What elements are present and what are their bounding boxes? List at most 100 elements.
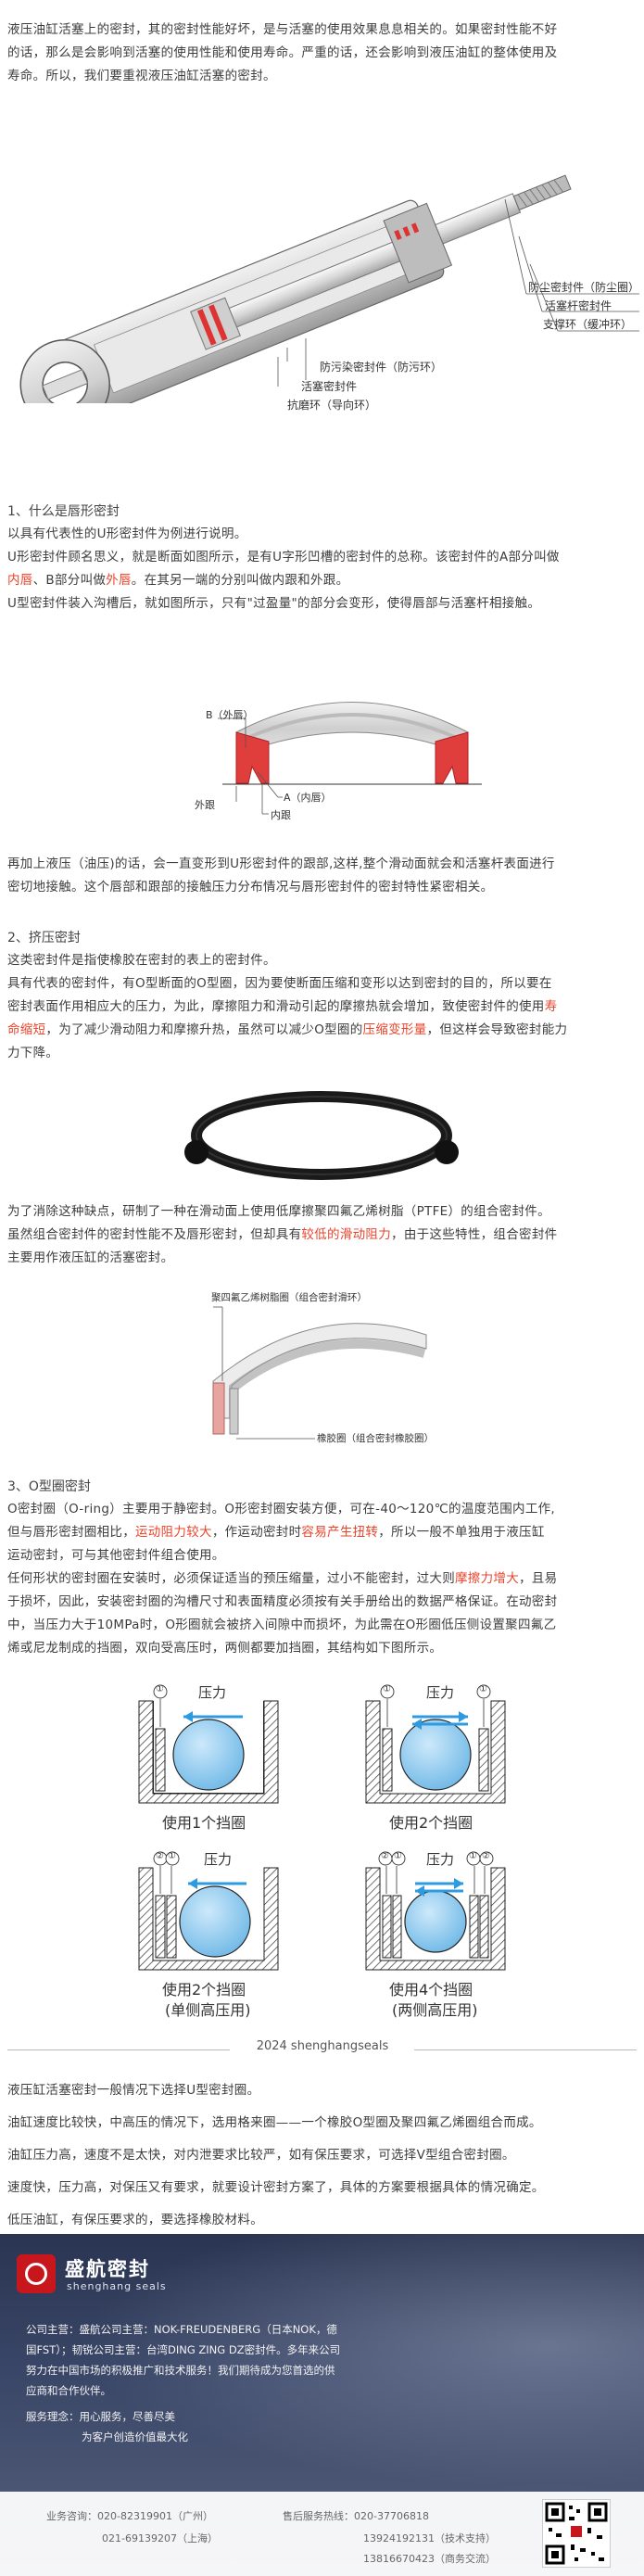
pressure-label: 压力 [426, 1851, 455, 1868]
phone-business[interactable]: 13816670423（商务交流） [363, 2553, 496, 2565]
caption-fig3: 使用2个挡圈 [162, 1981, 246, 1999]
paragraph: O密封圈（O-ring）主要用于静密封。O形密封圈安装方便，可在-40～120℃… [7, 1502, 556, 1516]
divider-text: 2024 shenghangseals [256, 2039, 389, 2053]
label-support-ring: 支撑环（缓冲环） [543, 318, 633, 331]
paragraph: 再加上液压（油压)的话，会一直变形到U形密封件的跟部,这样,整个滑动面就会和活塞… [7, 857, 555, 871]
section-title: 1、什么是唇形密封 [7, 504, 120, 519]
label-piston-seal: 活塞密封件 [301, 380, 358, 393]
company-footer: 盛航密封 shenghang seals 公司主营：盛航公司主营：NOK-FRE… [0, 2234, 644, 2576]
label-a-inner-lip: A（内唇） [284, 792, 332, 804]
section-squeeze-seal-cont: 为了消除这种缺点，研制了一种在滑动面上使用低摩擦聚四氟乙烯树脂（PTFE）的组合… [0, 1200, 644, 1270]
paragraph: 具有代表的密封件，有O型断面的O型圈，因为要使断面压缩和变形以达到密封的目的，所… [7, 976, 552, 991]
label-wear-ring: 抗磨环（导向环） [287, 399, 377, 412]
ptfe-seal-illustration [212, 1306, 427, 1440]
company-name-en: shenghang seals [67, 2280, 167, 2292]
label-ptfe-ring: 聚四氟乙烯树脂圈（组合密封滑环） [211, 1292, 367, 1303]
pressure-label: 压力 [204, 1851, 233, 1868]
divider-line-left [7, 2049, 230, 2050]
rubber-ring-left [229, 1388, 239, 1435]
fig-two-backup-ring [365, 1684, 506, 1804]
paragraph: 力下降。 [7, 1046, 59, 1060]
caption-fig1: 使用1个挡圈 [162, 1814, 246, 1832]
o-ring-section-left [184, 1140, 208, 1164]
number-label: ② [381, 1851, 389, 1861]
paragraph: 虽然组合密封件的密封性能不及唇形密封，但却具有较低的滑动阻力，由于这些特性，组合… [7, 1227, 558, 1242]
service-concept: 服务理念：用心服务，尽善尽美 [26, 2410, 175, 2423]
label-anti-dust: 防污染密封件（防污环） [320, 361, 443, 374]
cylinder-illustration [19, 174, 639, 430]
o-ring-illustration [184, 1091, 459, 1180]
summary-line: 速度快，压力高，对保压又有要求，就要设计密封方案了，具体的方案要根据具体的情况确… [7, 2180, 545, 2195]
fig-two-backup-ring-single-side [138, 1851, 279, 1971]
section-o-ring-seal: 3、O型圈密封 O密封圈（O-ring）主要用于静密封。O形密封圈安装方便，可在… [0, 1476, 644, 1660]
service-concept-sub: 为客户创造价值最大化 [82, 2430, 188, 2443]
phone-shanghai[interactable]: 021-69139207（上海） [102, 2532, 218, 2544]
intro-block: 液压油缸活塞上的密封，其的密封性能好坏，是与活塞的使用效果息息相关的。如果密封性… [0, 19, 644, 88]
section-lip-seal: 1、什么是唇形密封 以具有代表性的U形密封件为例进行说明。 U形密封件顾名思义，… [0, 501, 644, 615]
number-label: ① [383, 1684, 391, 1694]
highlight: 内唇 [7, 573, 33, 588]
number-label: ① [469, 1851, 477, 1861]
intro-line: 寿命。所以，我们要重视液压油缸活塞的密封。 [7, 69, 276, 83]
company-logo-icon [17, 2254, 56, 2293]
paragraph: 以具有代表性的U形密封件为例进行说明。 [7, 527, 247, 541]
paragraph: 密封表面作用相应大的压力，为此，摩擦阻力和滑动引起的摩擦热就会增加，致使密封件的… [7, 999, 558, 1014]
label-b-outer-lip: B（外唇） [206, 709, 254, 721]
paragraph: 任何形状的密封圈在安装时，必须保证适当的预压缩量，过小不能密封，过大则摩擦力增大… [7, 1571, 558, 1586]
paragraph: 中，当压力大于10MPa时，O形圈就会被挤入间隙中而损坏，为此需在O形圈低压侧设… [7, 1618, 557, 1632]
phone-service[interactable]: 020-37706818 [354, 2510, 429, 2522]
number-label: ② [156, 1851, 164, 1861]
phone-tech[interactable]: 13924192131（技术支持） [363, 2532, 496, 2544]
ptfe-seal-figure: 聚四氟乙烯树脂圈（组合密封滑环） 橡胶圈（组合密封橡胶圈） [0, 1279, 644, 1455]
number-label: ① [394, 1851, 402, 1861]
label-dust-seal: 防尘密封件（防尘圈） [528, 281, 640, 294]
paragraph: U型密封件装入沟槽后，就如图所示，只有"过盈量"的部分会变形，使得唇部与活塞杆相… [7, 596, 541, 611]
label-outer-heel: 外跟 [195, 799, 215, 811]
summary-line: 液压缸活塞密封一般情况下选择U型密封圈。 [7, 2083, 260, 2098]
section-lip-seal-cont: 再加上液压（油压)的话，会一直变形到U形密封件的跟部,这样,整个滑动面就会和活塞… [0, 853, 644, 899]
background-image [0, 2234, 644, 2512]
paragraph: 密切地接触。这个唇部和跟部的接触压力分布情况与唇形密封件的密封特性紧密相关。 [7, 880, 494, 895]
section-squeeze-seal: 2、挤压密封 这类密封件是指使橡胶在密封的表上的密封件。 具有代表的密封件，有O… [0, 927, 644, 1065]
number-label: ② [482, 1851, 490, 1861]
intro-line: 液压油缸活塞上的密封，其的密封性能好坏，是与活塞的使用效果息息相关的。如果密封性… [7, 22, 558, 37]
caption-fig2: 使用2个挡圈 [389, 1814, 474, 1832]
pressure-label: 压力 [198, 1684, 227, 1701]
ptfe-ring-left [212, 1382, 225, 1435]
paragraph: 命缩短，为了减少滑动阻力和摩擦升热，虽然可以减少O型圈的压缩变形量，但这样会导致… [7, 1022, 568, 1037]
contact-bar: 业务咨询：020-82319901（广州） 021-69139207（上海） 售… [0, 2492, 644, 2576]
section-title: 2、挤压密封 [7, 931, 81, 945]
company-name: 盛航密封 [65, 2258, 150, 2280]
section-title: 3、O型圈密封 [7, 1479, 91, 1494]
summary-line: 低压油缸，有保压要求的，要选择橡胶材料。 [7, 2213, 263, 2227]
paragraph: 为了消除这种缺点，研制了一种在滑动面上使用低摩擦聚四氟乙烯树脂（PTFE）的组合… [7, 1204, 550, 1219]
cylinder-figure: 防尘密封件（防尘圈） 活塞杆密封件 支撑环（缓冲环） 防污染密封件（防污环） 活… [0, 125, 644, 430]
company-description: 公司主营：盛航公司主营：NOK-FREUDENBERG（日本NOK，德 国FST… [26, 2319, 424, 2447]
intro-line: 的话，那么是会影响到活塞的使用性能和使用寿命。严重的话，还会影响到液压油缸的整体… [7, 45, 558, 60]
u-seal-illustration [218, 702, 482, 815]
phone-guangzhou[interactable]: 020-82319901（广州） [97, 2510, 213, 2522]
paragraph: U形密封件顾名思义，就是断面如图所示，是有U字形凹槽的密封件的总称。该密封件的A… [7, 550, 560, 565]
number-label: ① [156, 1684, 164, 1694]
o-ring-figure [0, 1080, 644, 1191]
u-seal-figure: B（外唇） 外跟 A（内唇） 内跟 [0, 654, 644, 839]
pressure-label: 压力 [426, 1684, 455, 1701]
highlight: 外唇 [106, 573, 132, 588]
paragraph: 但与唇形密封圈相比，运动阻力较大，作运动密封时容易产生扭转，所以一般不单独用于液… [7, 1525, 545, 1540]
backup-ring-figure: ① ① ① ② ① ② ① ① ② 压力 压力 压力 压力 使用1个挡圈 使用2… [0, 1673, 644, 2044]
summary-block: 液压缸活塞密封一般情况下选择U型密封圈。 油缸速度比较快，中高压的情况下，选用格… [0, 2075, 644, 2237]
summary-line: 油缸压力高，速度不是太快，对内泄要求比较严，如有保压要求，可选择V型组合密封圈。 [7, 2148, 515, 2163]
paragraph: 主要用作液压缸的活塞密封。 [7, 1250, 174, 1265]
number-label: ① [168, 1851, 176, 1861]
backup-ring-illustration [138, 1684, 506, 1971]
caption-fig4: 使用4个挡圈 [389, 1981, 474, 1999]
paragraph: 烯或尼龙制成的挡圈，双向受高压时，两侧都要加挡圈，其结构如下图所示。 [7, 1641, 443, 1656]
fig-one-backup-ring [138, 1684, 279, 1804]
number-label: ① [479, 1684, 487, 1694]
qr-code-icon[interactable] [542, 2499, 611, 2568]
piston-seal-mark [196, 309, 217, 346]
o-ring-section-right [435, 1140, 459, 1164]
fig-four-backup-ring [365, 1851, 506, 1971]
label-rubber-ring: 橡胶圈（组合密封橡胶圈） [317, 1433, 434, 1444]
